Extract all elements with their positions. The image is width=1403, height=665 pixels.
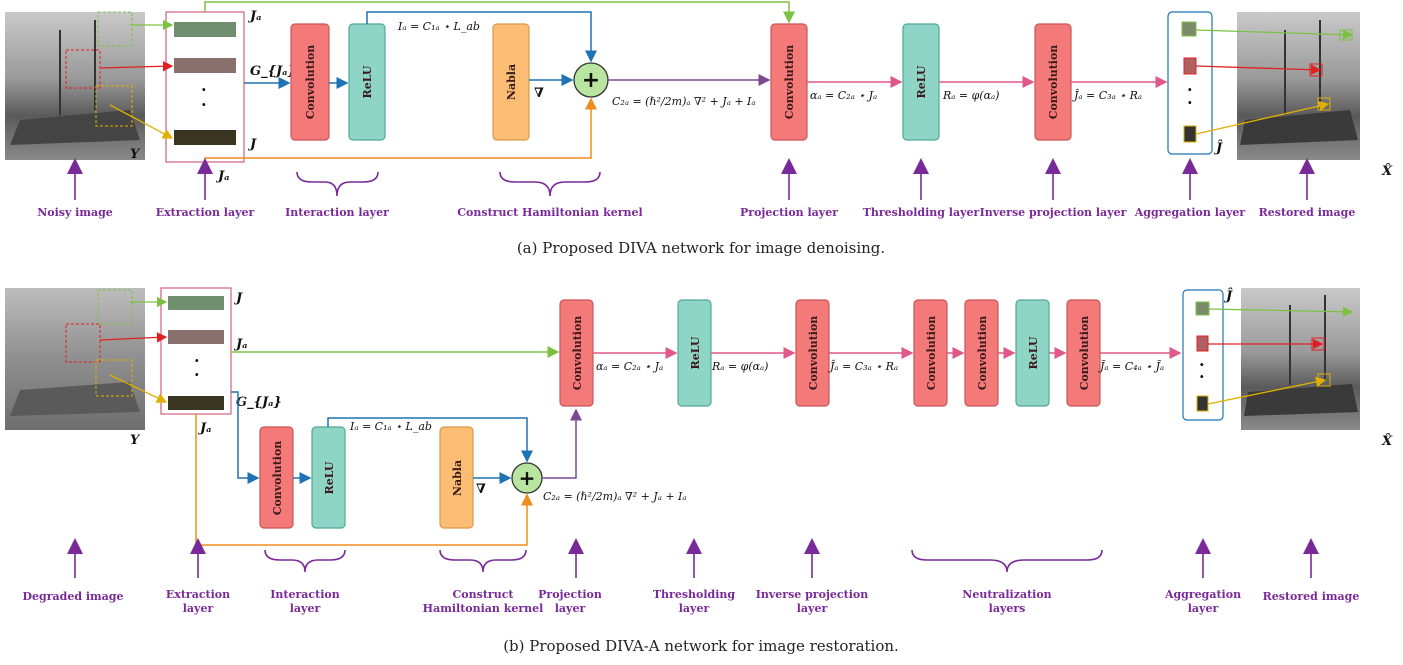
vdots-b2: · [194,365,200,384]
nabla-block-a [492,23,530,141]
label-neutralization-b1: Neutralization [962,588,1051,601]
label-restored-b: Restored image [1263,590,1360,603]
inverse-conv-label-a: Convolution [1047,45,1060,120]
eq-jhat-b: Ĵₐ = C₃ₐ ⋆ Rₐ [828,359,898,373]
eq-r-b: Rₐ = φ(αₐ) [711,360,768,373]
label-projection-b1: Projection [538,588,602,601]
label-thresholding-a: Thresholding layer [863,206,980,219]
symbol-xhat-b: X̂ [1381,433,1393,449]
symbol-ja-bottom-a: Jₐ [215,169,229,184]
label-interaction-b1: Interaction [270,588,339,601]
sum-symbol-a: + [582,68,600,93]
eq-r-a: Rₐ = φ(αₐ) [942,89,999,102]
aggregation-box-a [1167,11,1213,155]
label-interaction-b2: layer [290,602,321,615]
symbol-xhat-a: X̂ [1381,163,1393,179]
label-thresholding-b2: layer [679,602,710,615]
relu-label-b1: ReLU [323,461,336,494]
label-inverse-a: Inverse projection layer [980,206,1127,219]
vdots-agg-b: · [1199,355,1205,374]
symbol-j-a: J [247,137,257,152]
eq-ia-a: Iₐ = C₁ₐ ⋆ L_ab [397,20,480,33]
conv-block-a1 [290,23,330,141]
patch-strip-green-a [174,22,236,37]
threshold-relu-label-a: ReLU [915,65,928,98]
eq-jtilde-b: J̃ₐ = C₄ₐ ⋆ J̃ₐ [1098,360,1164,373]
label-neutralization-b2: layers [989,602,1026,615]
label-noisy: Noisy image [37,206,113,219]
nabla-symbol-b: ∇ [476,482,486,497]
label-extraction-b1: Extraction [166,588,230,601]
neutral-conv-label-b1: Convolution [925,316,938,391]
symbol-ja-top-b: Jₐ [233,337,247,352]
panel-b: Y · · J Jₐ G_{Jₐ} Jₐ Convolution ReLU Iₐ… [5,287,1393,655]
vdots-a: · [201,80,207,99]
patch-strip-yellow-a [174,130,236,145]
nabla-label-a: Nabla [505,64,518,100]
label-aggregation-a: Aggregation layer [1134,206,1246,219]
label-hamiltonian-b1: Construct [453,588,515,601]
symbol-jhat-b: Ĵ [1223,288,1233,304]
threshold-relu-label-b: ReLU [689,336,702,369]
eq-alpha-a: αₐ = C₂ₐ ⋆ Jₐ [810,89,877,102]
symbol-y-b: Y [130,433,141,448]
inverse-conv-label-b: Convolution [807,316,820,391]
patch-strip-red-a [174,58,236,73]
label-inverse-b2: layer [797,602,828,615]
symbol-gja-b: G_{Jₐ} [236,395,282,410]
projection-conv-label-b: Convolution [571,316,584,391]
vdots-b: · [194,351,200,370]
label-degraded: Degraded image [23,590,124,603]
nabla-label-b: Nabla [451,460,464,496]
symbol-ja-top-a: Jₐ [247,9,261,24]
relu-label-a1: ReLU [361,65,374,98]
vdots-a2: · [201,95,207,114]
neutral-relu-label-b: ReLU [1027,336,1040,369]
label-interaction-a: Interaction layer [285,206,389,219]
patch-strip-green-b [168,296,224,310]
label-thresholding-b1: Thresholding [653,588,736,601]
degraded-image [5,288,145,430]
label-hamiltonian-b2: Hamiltonian kernel [423,602,544,615]
caption-a: (a) Proposed DIVA network for image deno… [517,239,885,257]
neutral-conv-label-b3: Convolution [1078,316,1091,391]
label-aggregation-b1: Aggregation [1164,588,1241,601]
panel-a: Y · · Jₐ G_{Jₐ} J Jₐ Convolution ReLU Na… [5,1,1393,257]
label-projection-b2: layer [555,602,586,615]
symbol-j-b: J [233,291,243,306]
eq-alpha-b: αₐ = C₂ₐ ⋆ Jₐ [596,360,663,373]
vdots-agg-a: · [1187,80,1193,99]
patch-strip-red-b [168,330,224,344]
symbol-jhat-a: Ĵ [1213,140,1223,156]
conv-label-a1: Convolution [304,45,317,120]
label-extraction-a: Extraction layer [156,206,255,219]
neutral-conv-label-b2: Convolution [976,316,989,391]
eq-ia-b: Iₐ = C₁ₐ ⋆ L_ab [349,420,432,433]
vdots-agg-a2: · [1187,93,1193,112]
projection-conv-label-a: Convolution [783,45,796,120]
symbol-y-a: Y [130,147,141,162]
label-aggregation-b2: layer [1188,602,1219,615]
nabla-symbol-a: ∇ [534,86,544,101]
label-inverse-b1: Inverse projection [756,588,868,601]
label-restored-a: Restored image [1259,206,1356,219]
vdots-agg-b2: · [1199,367,1205,386]
patch-strip-yellow-b [168,396,224,410]
label-hamiltonian-a: Construct Hamiltonian kernel [457,206,642,219]
eq-c2-a: C₂ₐ = (ℏ²/2m)ₐ ∇² + Jₐ + Iₐ [612,95,756,108]
eq-jhat-a: Ĵₐ = C₃ₐ ⋆ Rₐ [1072,88,1142,102]
sum-symbol-b: + [519,466,536,490]
label-projection-a: Projection layer [740,206,838,219]
aggregation-box-b [1182,289,1224,421]
caption-b: (b) Proposed DIVA-A network for image re… [503,637,899,655]
restored-image-b [1241,288,1360,430]
symbol-ja-bottom-b: Jₐ [197,421,211,436]
conv-label-b1: Convolution [271,441,284,516]
eq-c2-b: C₂ₐ = (ℏ²/2m)ₐ ∇² + Jₐ + Iₐ [543,490,687,503]
symbol-gja-a: G_{Jₐ} [250,64,296,79]
noisy-image [5,11,145,160]
label-extraction-b2: layer [183,602,214,615]
